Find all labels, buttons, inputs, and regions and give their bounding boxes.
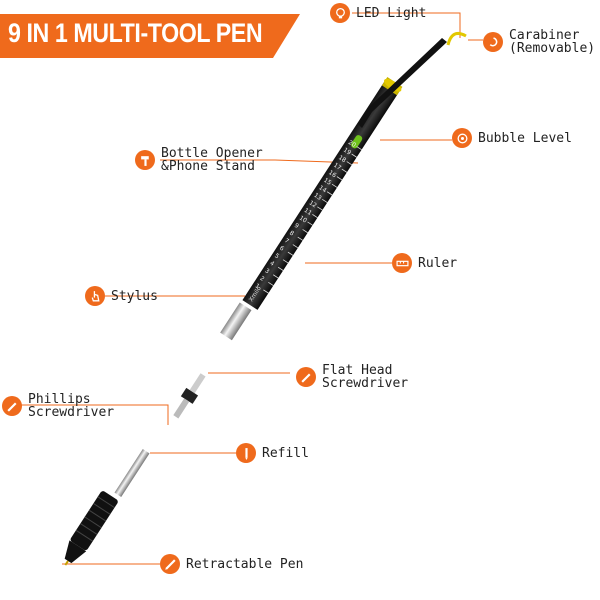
- ruler-tick: [263, 289, 269, 294]
- callout-bottle-opener: Bottle Opener&Phone Stand: [135, 147, 263, 173]
- ruler-tick: [326, 191, 333, 196]
- callout-retractable-pen: Retractable Pen: [160, 554, 303, 574]
- ruler-number: 10: [298, 215, 308, 225]
- pen-icon: [160, 554, 180, 574]
- ruler-number: 19: [342, 147, 352, 157]
- hammer-icon: [135, 150, 155, 170]
- ruler-tick: [341, 168, 348, 173]
- feature-label: Bubble Level: [478, 130, 572, 146]
- ruler-tick: [331, 183, 338, 188]
- title-banner: 9 IN 1 MULTI-TOOL PEN: [0, 14, 300, 58]
- ruler-ticks: [263, 146, 362, 294]
- callout-carabiner: Carabiner(Removable): [483, 29, 595, 55]
- ruler-number: 8: [288, 230, 295, 238]
- ruler-tick: [268, 281, 274, 286]
- line-led: [352, 12, 461, 38]
- level-icon: [452, 128, 472, 148]
- ruler-tick: [351, 153, 357, 158]
- ruler-tick: [277, 266, 284, 271]
- bubble-level: [351, 135, 363, 149]
- ruler-tick: [322, 198, 328, 203]
- pen-clip: [358, 38, 447, 128]
- ruler-number: 17: [332, 162, 342, 172]
- screwdriver-icon: [2, 396, 22, 416]
- ruler-tick: [302, 229, 308, 234]
- line-phillips: [8, 404, 169, 425]
- callout-ruler: Ruler: [392, 253, 457, 273]
- ruler-tick: [297, 236, 303, 241]
- ruler-number: 7: [283, 237, 290, 245]
- ruler-tick: [336, 176, 343, 181]
- screwdriver-bit: [173, 373, 206, 419]
- ruler-tick: [307, 221, 313, 226]
- ruler-number: 11: [303, 207, 313, 217]
- ruler-number: 6: [278, 245, 285, 253]
- feature-label: Carabiner(Removable): [509, 28, 596, 56]
- callout-led-light: LED Light: [330, 3, 426, 23]
- ruler-tick: [312, 214, 318, 218]
- feature-label: Retractable Pen: [186, 556, 304, 572]
- hook-icon: [483, 32, 503, 52]
- feature-label: Ruler: [418, 255, 458, 271]
- ruler-number: 12: [308, 199, 318, 209]
- stylus-part: [220, 302, 252, 341]
- carabiner: [446, 32, 467, 46]
- callout-lines: [8, 12, 483, 565]
- pen-grip: [64, 491, 118, 566]
- callout-refill: Refill: [236, 443, 309, 463]
- ruler-number: 14: [317, 184, 327, 194]
- ruler-tick: [356, 146, 362, 151]
- screwdriver-icon: [296, 367, 316, 387]
- feature-label: Stylus: [111, 288, 158, 304]
- ruler-tick: [272, 274, 279, 279]
- ruler-number: 13: [313, 192, 323, 202]
- ruler-number: 16: [327, 169, 337, 179]
- ruler-number: 4: [268, 260, 275, 268]
- refill-icon: [236, 443, 256, 463]
- callout-stylus: Stylus: [85, 286, 158, 306]
- refill: [114, 449, 150, 497]
- ruler-tick: [292, 244, 299, 249]
- callout-bubble-level: Bubble Level: [452, 128, 572, 148]
- ruler-number: 2: [259, 275, 266, 283]
- line-bottle: [160, 159, 359, 164]
- feature-label: Bottle Opener&Phone Stand: [161, 146, 263, 174]
- ruler-number: 3: [263, 267, 270, 275]
- ruler-tick: [287, 251, 294, 256]
- page-title: 9 IN 1 MULTI-TOOL PEN: [8, 18, 263, 48]
- ruler-number: 5: [273, 252, 280, 260]
- ruler-number: 1: [254, 282, 261, 290]
- feature-label: Refill: [262, 445, 309, 461]
- ruler-number: 15: [322, 177, 332, 187]
- ruler-number: 9: [293, 222, 300, 230]
- ruler-icon: [392, 253, 412, 273]
- ruler-tick: [317, 206, 323, 211]
- bulb-icon: [330, 3, 350, 23]
- hand-icon: [85, 286, 105, 306]
- feature-label: LED Light: [356, 5, 427, 21]
- ruler-tick: [282, 259, 289, 264]
- ruler-tick: [346, 161, 352, 166]
- ruler-number: 18: [337, 154, 347, 164]
- ruler-number: 20: [347, 139, 357, 149]
